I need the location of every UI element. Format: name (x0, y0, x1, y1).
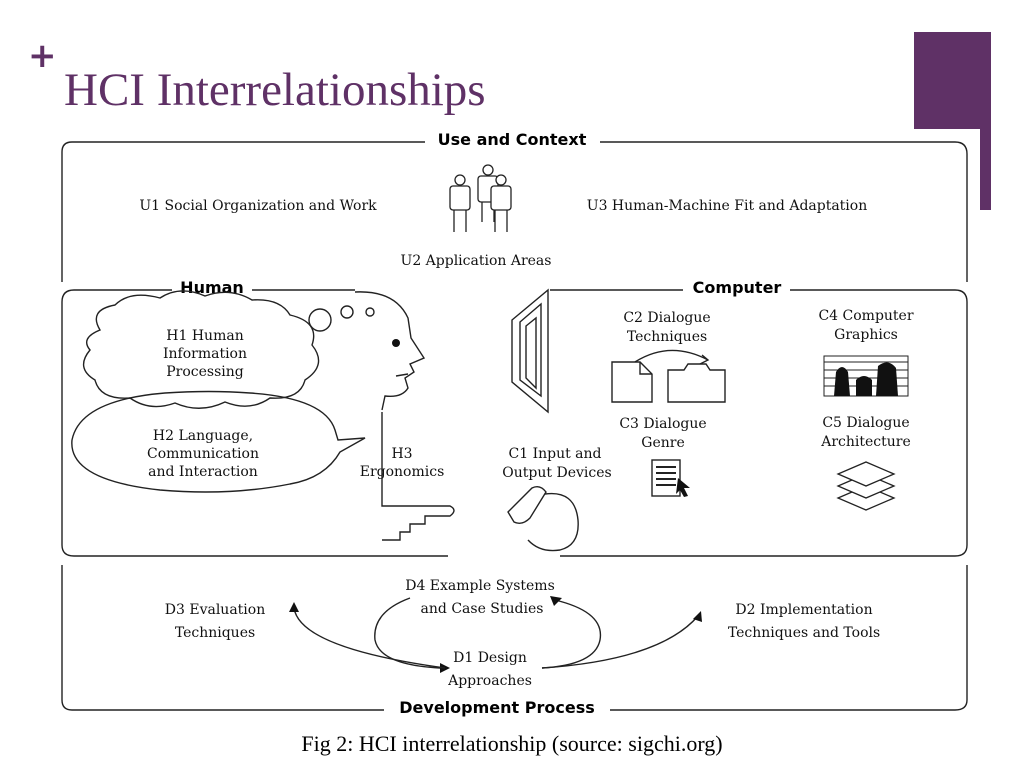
keyboard-icon (651, 459, 690, 497)
plus-icon: + (28, 36, 57, 76)
d2-label-line2: Techniques and Tools (728, 625, 880, 641)
h1-label-line2: Information (163, 346, 247, 362)
figure-caption: Fig 2: HCI interrelationship (source: si… (301, 731, 723, 756)
computer-frame (550, 289, 968, 557)
accent-bar (980, 32, 991, 210)
c3-label-line1: C3 Dialogue (619, 416, 706, 432)
h1-label-line3: Processing (166, 364, 244, 380)
u3-label: U3 Human-Machine Fit and Adaptation (587, 198, 867, 214)
h2-label-line3: and Interaction (148, 464, 258, 480)
c2-arc-arrow (634, 349, 710, 365)
c2-label-line2: Techniques (627, 329, 707, 345)
d3-label-line2: Techniques (175, 625, 255, 641)
mouth-line (395, 373, 409, 377)
d2-label-line1: D2 Implementation (735, 602, 872, 618)
development-header: Development Process (399, 698, 594, 717)
folder-icon (667, 363, 726, 403)
c5-label-line1: C5 Dialogue (822, 415, 909, 431)
document-icon (611, 361, 653, 403)
eye-icon (392, 339, 400, 347)
pointing-hand-icon (381, 412, 455, 541)
c4-label-line2: Graphics (834, 327, 898, 343)
u2-label: U2 Application Areas (401, 253, 552, 269)
d1-label-line1: D1 Design (453, 650, 527, 666)
use-context-header: Use and Context (438, 130, 587, 149)
human-frame (61, 289, 448, 557)
accent-block (914, 32, 991, 129)
development-cycle-arrows (289, 596, 702, 673)
h2-label-line2: Communication (147, 446, 259, 462)
h1-cloud (82, 290, 320, 409)
graphics-icon (823, 355, 909, 397)
development-frame (61, 565, 968, 711)
h3-label-line1: H3 (391, 446, 412, 462)
slide-title: HCI Interrelationships (64, 64, 486, 116)
c1-label-line1: C1 Input and (509, 446, 602, 462)
u1-label: U1 Social Organization and Work (139, 198, 377, 214)
c1-label-line2: Output Devices (502, 465, 611, 481)
d3-label-line1: D3 Evaluation (165, 602, 265, 618)
thought-bubble-small (365, 307, 375, 317)
people-icon (449, 164, 512, 232)
c2-label-line1: C2 Dialogue (623, 310, 710, 326)
h1-label-line1: H1 Human (166, 328, 243, 344)
monitor-icon (511, 288, 549, 414)
layers-icon (836, 461, 896, 511)
c4-label-line1: C4 Computer (818, 308, 913, 324)
h2-speech-bubble (71, 390, 366, 493)
mouse-icon (507, 485, 579, 552)
thought-bubble-medium (340, 305, 354, 319)
computer-header: Computer (693, 278, 782, 297)
c3-label-line2: Genre (641, 435, 684, 451)
head-profile-icon (354, 291, 426, 411)
h2-label-line1: H2 Language, (153, 428, 253, 444)
h3-label-line2: Ergonomics (360, 464, 445, 480)
d4-label-line1: D4 Example Systems (405, 578, 555, 594)
use-context-frame (61, 141, 968, 282)
thought-bubble-large (308, 308, 332, 332)
d1-label-line2: Approaches (447, 673, 532, 689)
c5-label-line2: Architecture (820, 434, 911, 450)
d4-label-line2: and Case Studies (421, 601, 544, 617)
